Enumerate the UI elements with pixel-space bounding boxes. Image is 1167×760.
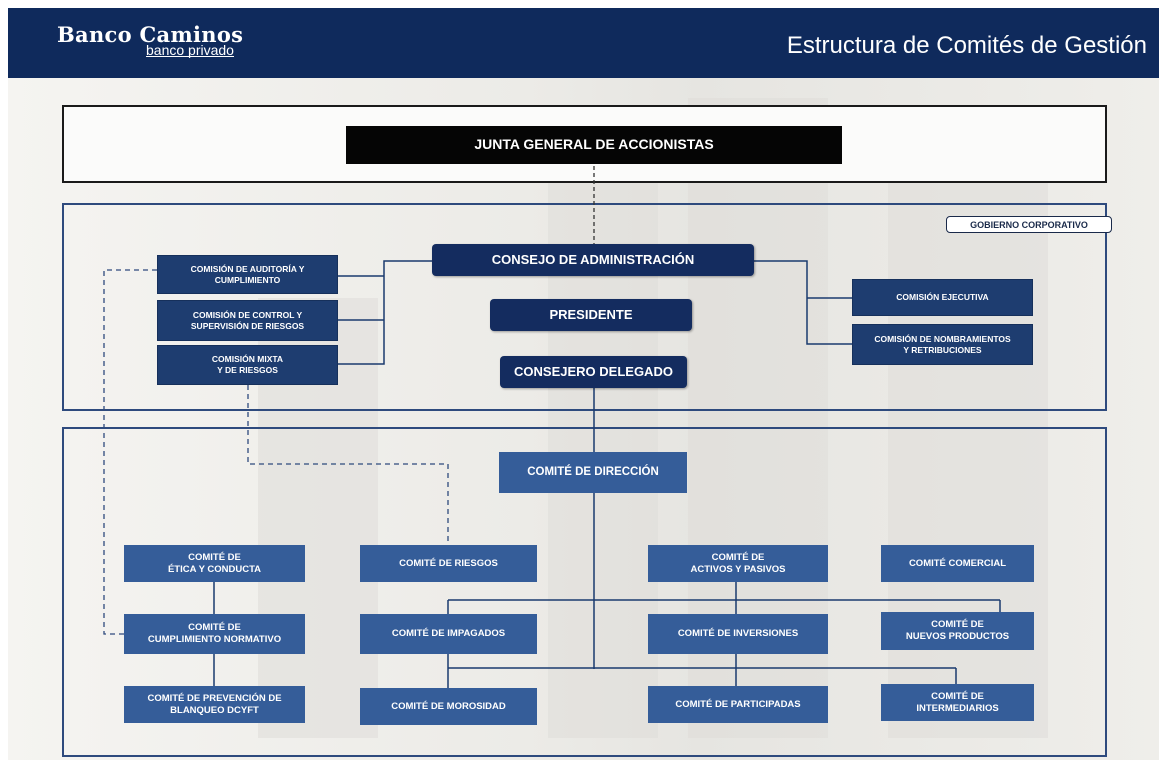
box-comite-direccion: COMITÉ DE DIRECCIÓN: [499, 452, 687, 493]
box-comite-etica: COMITÉ DE ÉTICA Y CONDUCTA: [124, 545, 305, 582]
corporate-governance-frame: [62, 203, 1107, 411]
header-bar: Banco Caminos banco privado Estructura d…: [8, 8, 1159, 78]
dashed-connector: [247, 385, 449, 544]
box-comision-control-riesgos: COMISIÓN DE CONTROL Y SUPERVISIÓN DE RIE…: [157, 300, 338, 341]
box-consejo-administracion: CONSEJO DE ADMINISTRACIÓN: [432, 244, 754, 276]
box-comite-prevencion-blanqueo: COMITÉ DE PREVENCIÓN DE BLANQUEO DCYFT: [124, 686, 305, 723]
dashed-connector: [103, 269, 157, 635]
box-comite-participadas: COMITÉ DE PARTICIPADAS: [648, 686, 828, 723]
tag-gobierno-corporativo: GOBIERNO CORPORATIVO: [946, 216, 1112, 233]
box-comite-intermediarios: COMITÉ DE INTERMEDIARIOS: [881, 684, 1034, 721]
box-comite-inversiones: COMITÉ DE INVERSIONES: [648, 614, 828, 654]
box-presidente: PRESIDENTE: [490, 299, 692, 331]
box-comite-riesgos: COMITÉ DE RIESGOS: [360, 545, 537, 582]
connector-line: [754, 260, 852, 345]
background-building: [548, 138, 658, 738]
box-comite-impagados: COMITÉ DE IMPAGADOS: [360, 614, 537, 654]
box-comision-ejecutiva: COMISIÓN EJECUTIVA: [852, 279, 1033, 316]
box-comision-auditoria: COMISIÓN DE AUDITORÍA Y CUMPLIMIENTO: [157, 255, 338, 294]
logo-tagline: banco privado: [146, 42, 234, 58]
box-consejero-delegado: CONSEJERO DELEGADO: [500, 356, 687, 388]
box-comite-comercial: COMITÉ COMERCIAL: [881, 545, 1034, 582]
box-comite-nuevos-productos: COMITÉ DE NUEVOS PRODUCTOS: [881, 612, 1034, 650]
box-comite-cumplimiento: COMITÉ DE CUMPLIMIENTO NORMATIVO: [124, 614, 305, 654]
box-comision-mixta: COMISIÓN MIXTA Y DE RIESGOS: [157, 345, 338, 385]
management-committees-frame: [62, 427, 1107, 757]
box-comite-activos-pasivos: COMITÉ DE ACTIVOS Y PASIVOS: [648, 545, 828, 582]
page-title: Estructura de Comités de Gestión: [786, 32, 1147, 59]
logo-bank-name: Banco Caminos: [57, 22, 244, 47]
box-junta-general: JUNTA GENERAL DE ACCIONISTAS: [346, 126, 842, 164]
box-comision-nombramientos: COMISIÓN DE NOMBRAMIENTOS Y RETRIBUCIONE…: [852, 324, 1033, 365]
box-comite-morosidad: COMITÉ DE MOROSIDAD: [360, 688, 537, 725]
connector-line: [338, 260, 432, 365]
